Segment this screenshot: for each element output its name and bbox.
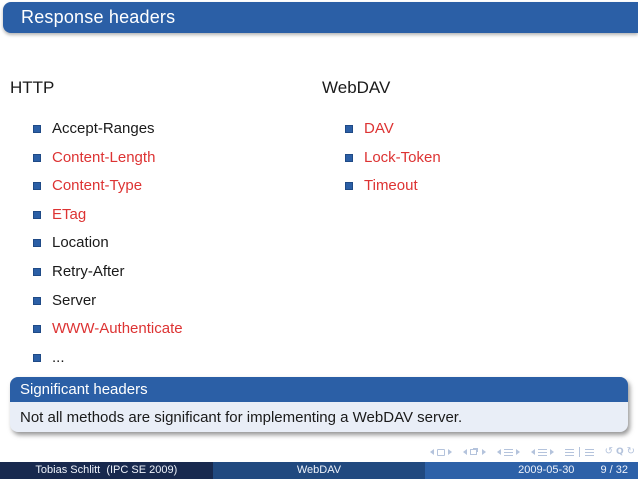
column-http: HTTP Accept-Ranges Content-Length Conten…	[10, 78, 310, 375]
back-icon[interactable]: ↺	[604, 446, 613, 457]
block-title-bar: Significant headers	[10, 377, 628, 402]
header-name: Content-Length	[52, 148, 156, 166]
frame-title-bar: Response headers	[3, 2, 638, 33]
bullet-icon	[33, 239, 41, 248]
section-icon[interactable]	[537, 448, 547, 456]
document-nav-group[interactable]	[564, 447, 594, 457]
bullet-icon	[33, 353, 41, 362]
header-name: Server	[52, 291, 97, 309]
footer-frame-number: 9 / 32	[600, 464, 628, 476]
subsection-icon[interactable]	[503, 448, 513, 456]
list-item: Content-Length	[33, 147, 310, 169]
header-name: Timeout	[364, 177, 418, 195]
slide-nav-group[interactable]	[429, 448, 452, 456]
list-item: Server	[33, 290, 310, 312]
appendix-icon[interactable]	[584, 448, 594, 456]
footer-doc-title: WebDAV	[296, 464, 342, 476]
frame-title: Response headers	[21, 7, 176, 27]
next-subsection-icon[interactable]	[515, 449, 520, 455]
bullet-icon	[33, 267, 41, 276]
header-name: Retry-After	[52, 262, 125, 280]
next-section-icon[interactable]	[549, 449, 554, 455]
footer: Tobias Schlitt (IPC SE 2009) WebDAV 2009…	[0, 462, 638, 479]
header-name: WWW-Authenticate	[52, 320, 183, 338]
bullet-icon	[33, 125, 41, 133]
webdav-header-list: DAV Lock-Token Timeout	[322, 118, 628, 197]
header-name: Accept-Ranges	[52, 120, 155, 137]
bullet-icon	[33, 296, 41, 305]
column-webdav-heading: WebDAV	[322, 78, 391, 97]
bullet-icon	[33, 153, 41, 162]
frame-nav-group[interactable]	[462, 449, 486, 455]
list-item: WWW-Authenticate	[33, 318, 310, 340]
list-item: Lock-Token	[345, 147, 628, 169]
footer-title-segment: WebDAV	[212, 462, 426, 479]
slide-icon[interactable]	[436, 448, 445, 456]
list-item: ETag	[33, 204, 310, 226]
bullet-icon	[33, 210, 41, 219]
subsection-nav-group[interactable]	[496, 448, 520, 456]
header-name: Lock-Token	[364, 148, 441, 166]
list-item: Timeout	[345, 175, 628, 197]
prev-section-icon[interactable]	[530, 449, 535, 455]
list-item: Content-Type	[33, 175, 310, 197]
bullet-icon	[33, 182, 41, 191]
footer-author-segment: Tobias Schlitt (IPC SE 2009)	[0, 462, 213, 479]
footer-author: Tobias Schlitt (IPC SE 2009)	[35, 464, 178, 476]
column-webdav: WebDAV DAV Lock-Token Timeout	[322, 78, 628, 204]
header-name: Location	[52, 234, 109, 252]
forward-icon[interactable]: ↻	[626, 446, 635, 457]
prev-frame-icon[interactable]	[462, 449, 467, 455]
next-slide-icon[interactable]	[447, 449, 452, 455]
next-frame-icon[interactable]	[481, 449, 486, 455]
list-item: DAV	[345, 118, 628, 140]
list-item: Accept-Ranges	[33, 118, 310, 140]
header-name: DAV	[364, 120, 394, 137]
presentation-icon[interactable]	[564, 448, 574, 456]
history-nav-group[interactable]: ↺ Q ↻	[604, 446, 635, 458]
header-name: ETag	[52, 205, 87, 223]
find-icon[interactable]: Q	[615, 447, 624, 457]
header-name: ...	[52, 348, 65, 366]
footer-date-segment: 2009-05-30 9 / 32	[425, 462, 638, 479]
block-body: Not all methods are significant for impl…	[10, 402, 628, 432]
block-body-text: Not all methods are significant for impl…	[20, 408, 463, 426]
bullet-icon	[345, 182, 353, 191]
header-name: Content-Type	[52, 177, 143, 195]
column-http-heading: HTTP	[10, 78, 55, 97]
significant-headers-block: Significant headers Not all methods are …	[10, 377, 628, 432]
navigation-symbols: ↺ Q ↻	[419, 445, 635, 459]
block-title: Significant headers	[20, 381, 148, 398]
bullet-icon	[345, 125, 353, 133]
footer-date: 2009-05-30	[518, 464, 575, 476]
prev-slide-icon[interactable]	[429, 449, 434, 455]
http-header-list: Accept-Ranges Content-Length Content-Typ…	[10, 118, 310, 369]
bullet-icon	[33, 325, 41, 334]
nav-divider	[578, 447, 580, 457]
section-nav-group[interactable]	[530, 448, 554, 456]
frame-icon[interactable]	[469, 449, 477, 455]
list-item: ...	[33, 347, 310, 369]
list-item: Retry-After	[33, 261, 310, 283]
list-item: Location	[33, 232, 310, 254]
prev-subsection-icon[interactable]	[496, 449, 501, 455]
bullet-icon	[345, 153, 353, 162]
